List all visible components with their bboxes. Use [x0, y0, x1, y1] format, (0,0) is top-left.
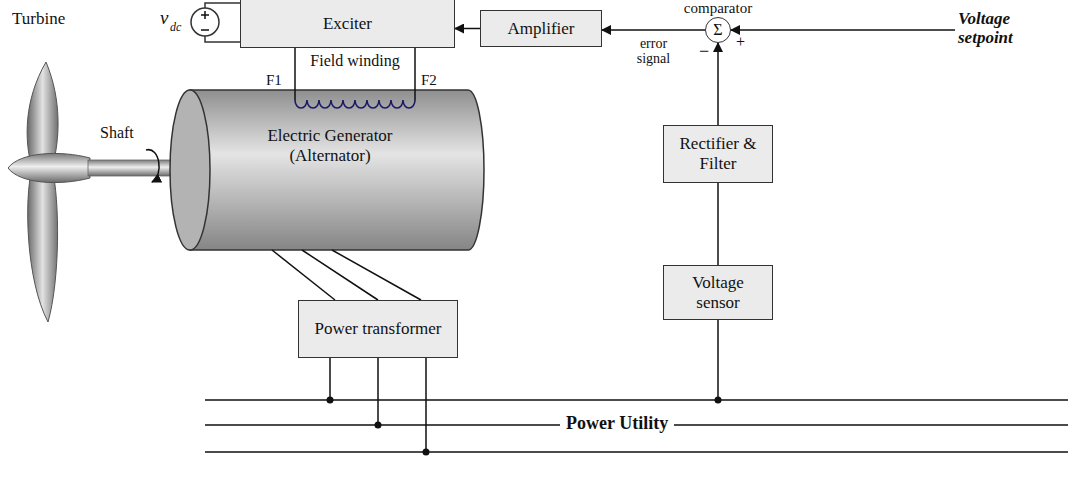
- junction-dots: [327, 397, 722, 456]
- dc-source-wires: [205, 3, 240, 42]
- rotation-arrow: [146, 150, 159, 182]
- text-label: +: [736, 33, 745, 51]
- connector: [272, 250, 421, 300]
- node-label: Amplifier: [507, 19, 574, 39]
- summing-circle: Σ: [705, 17, 731, 43]
- sum-symbol: Σ: [713, 22, 722, 38]
- connector: [455, 28, 480, 29]
- text-label: Shaft: [100, 124, 134, 142]
- generator-end-face: [170, 90, 210, 250]
- generator: Electric Generator (Alternator): [205, 100, 455, 250]
- text-label: Turbine: [12, 10, 65, 29]
- connector: [602, 30, 705, 31]
- text-label: F2: [421, 72, 437, 89]
- connector: [295, 48, 415, 100]
- setpoint-arrow: [731, 29, 955, 31]
- text-label: dc: [170, 21, 181, 34]
- text-label: v: [160, 8, 168, 29]
- amplifier-box: Amplifier: [480, 10, 602, 47]
- text-label: −: [699, 42, 709, 62]
- turbine-blade: [27, 62, 58, 322]
- dc-source-polarity: [201, 11, 209, 30]
- node-label: Electric Generator (Alternator): [248, 126, 413, 165]
- exciter-box: Exciter: [240, 0, 455, 48]
- node-label: Power transformer: [315, 319, 442, 339]
- text-label: F1: [266, 72, 282, 89]
- node-label: Exciter: [323, 14, 372, 34]
- dc-source: [191, 8, 219, 36]
- node-label: Rectifier & Filter: [670, 134, 766, 173]
- turbine-hub: [8, 153, 90, 182]
- generator-body: [190, 90, 484, 250]
- utility-bus: [205, 400, 1068, 452]
- field-coil: [295, 100, 415, 108]
- node-heading: comparator: [668, 0, 768, 16]
- connector: [718, 43, 719, 125]
- connector: [718, 183, 719, 265]
- process-box: Voltage sensor: [663, 265, 773, 320]
- text-label: Voltage setpoint: [958, 10, 1064, 47]
- process-box: Rectifier & Filter: [663, 125, 773, 183]
- edge-label: error signal: [628, 36, 680, 67]
- text-label: Power Utility: [560, 414, 674, 434]
- summing-junction: comparatorΣ: [668, 0, 768, 44]
- process-box: Power transformer: [298, 300, 458, 358]
- node-label: Voltage sensor: [670, 273, 766, 312]
- text-label: Field winding: [308, 52, 402, 70]
